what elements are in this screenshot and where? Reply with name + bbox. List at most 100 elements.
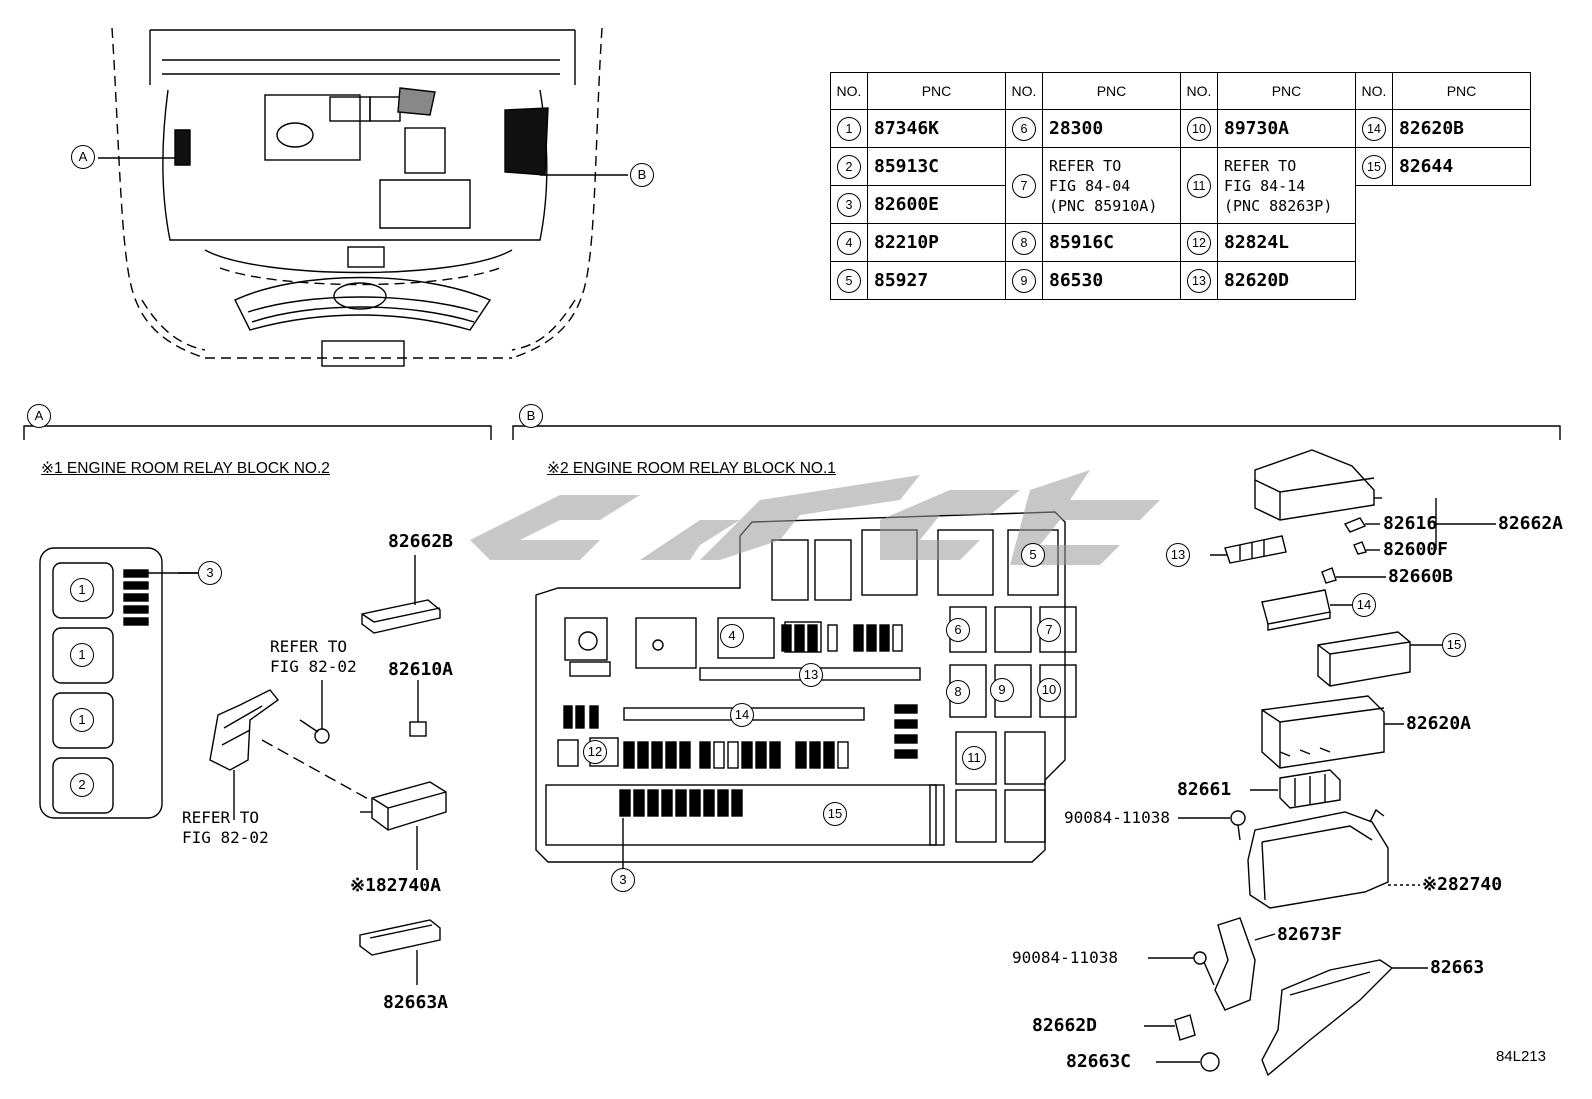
table-row-pnc: 82824L (1217, 223, 1356, 262)
bracket-shape (209, 689, 280, 820)
callout-14: 14 (730, 703, 754, 727)
callout-14: 14 (1352, 593, 1376, 617)
callout-3: 3 (198, 561, 222, 585)
header-pnc: PNC (1217, 72, 1356, 110)
label-82610A: 82610A (388, 659, 454, 680)
part-82600F-clip (1353, 541, 1380, 555)
callout-3: 3 (611, 868, 635, 892)
callout-a-car: A (71, 145, 95, 169)
watermark-logo (470, 470, 1160, 565)
callout-1: 1 (70, 578, 94, 602)
section-b-marker: B (519, 404, 543, 428)
label-82740: ※282740 (1422, 874, 1503, 895)
table-row-no: 6 (1005, 109, 1043, 148)
table-row-pnc: 82644 (1392, 147, 1531, 186)
part-82616-clip (1343, 517, 1380, 533)
part-13-connector (1210, 535, 1287, 564)
label-82661: 82661 (1177, 779, 1232, 800)
label-82662D: 82662D (1032, 1015, 1098, 1036)
part-82610A-shape (409, 680, 427, 737)
label-90084-11038-a: 90084-11038 (1064, 808, 1170, 827)
label-82662A: 82662A (1498, 513, 1564, 534)
label-82600F: 82600F (1383, 539, 1449, 560)
bolt-90084-a (1178, 810, 1246, 841)
label-82660B: 82660B (1388, 566, 1454, 587)
pnc-table: NO. PNC NO. PNC NO. PNC NO. PNC 1 87346K… (830, 72, 1531, 300)
callout-13: 13 (799, 663, 823, 687)
table-row-pnc: 28300 (1042, 109, 1181, 148)
label-82662B: 82662B (388, 531, 454, 552)
bolt-shape (261, 680, 371, 801)
bolt-90084-b (1148, 951, 1215, 986)
table-row-no: 7 (1005, 147, 1043, 224)
part-82660B-clip (1321, 567, 1386, 584)
callout-12: 12 (583, 740, 607, 764)
callout-4: 4 (720, 624, 744, 648)
part-82663-cover (1261, 959, 1428, 1077)
table-row-no: 13 (1180, 261, 1218, 300)
part-15-module (1317, 631, 1442, 687)
label-82620A: 82620A (1406, 713, 1472, 734)
section-b-heading: ※2 ENGINE ROOM RELAY BLOCK NO.1 (547, 460, 836, 477)
table-row-no: 12 (1180, 223, 1218, 262)
callout-5: 5 (1021, 543, 1045, 567)
table-row-no: 10 (1180, 109, 1218, 148)
callout-11: 11 (962, 746, 986, 770)
header-pnc: PNC (1042, 72, 1181, 110)
header-no: NO. (1005, 72, 1043, 110)
label-82740A: ※182740A (350, 875, 441, 896)
callout-1: 1 (70, 708, 94, 732)
table-row-pnc: 86530 (1042, 261, 1181, 300)
table-row-no: 3 (830, 185, 868, 224)
callout-9: 9 (990, 678, 1014, 702)
label-82663A: 82663A (383, 992, 449, 1013)
part-82661-block (1250, 769, 1341, 809)
part-82740-box (1247, 808, 1420, 909)
callout-15: 15 (1442, 633, 1466, 657)
refer-note-1-fig: FIG 82-02 (270, 657, 357, 676)
part-14-board (1261, 589, 1352, 631)
table-row-pnc: 85927 (867, 261, 1006, 300)
figure-code: 84L213 (1495, 1048, 1546, 1065)
label-82663: 82663 (1430, 957, 1485, 978)
refer-note-2: REFER TO (182, 808, 260, 827)
part-82620A-block (1261, 695, 1404, 769)
refer-note-2-fig: FIG 82-02 (182, 828, 269, 847)
callout-8: 8 (946, 680, 970, 704)
callout-10: 10 (1037, 678, 1061, 702)
table-row-no: 15 (1355, 147, 1393, 186)
part-82663C-clip (1156, 1052, 1220, 1072)
callout-b-car: B (630, 163, 654, 187)
label-82673F: 82673F (1277, 924, 1343, 945)
callout-7: 7 (1037, 618, 1061, 642)
table-row-pnc: 82600E (867, 185, 1006, 224)
table-row-pnc: 85916C (1042, 223, 1181, 262)
table-row-no: 14 (1355, 109, 1393, 148)
callout-15: 15 (823, 802, 847, 826)
relay-block-no1 (535, 511, 1077, 870)
header-no: NO. (1180, 72, 1218, 110)
table-row-no: 1 (830, 109, 868, 148)
bracket-a (23, 425, 492, 440)
bracket-b (512, 425, 1561, 440)
part-82662B-shape (361, 555, 441, 634)
table-row-pnc: 85913C (867, 147, 1006, 186)
table-row-no: 8 (1005, 223, 1043, 262)
header-no: NO. (1355, 72, 1393, 110)
part-82662D-clip (1144, 1014, 1196, 1041)
label-82663C: 82663C (1066, 1051, 1132, 1072)
header-no: NO. (830, 72, 868, 110)
section-a-heading: ※1 ENGINE ROOM RELAY BLOCK NO.2 (41, 460, 330, 477)
header-pnc: PNC (867, 72, 1006, 110)
callout-1: 1 (70, 643, 94, 667)
refer-note-1: REFER TO (270, 637, 348, 656)
part-82740A-shape (360, 781, 447, 870)
part-82663A-shape (359, 919, 441, 985)
label-90084-11038-b: 90084-11038 (1012, 948, 1118, 967)
table-row-pnc: 87346K (867, 109, 1006, 148)
callout-13: 13 (1166, 543, 1190, 567)
table-row-no: 9 (1005, 261, 1043, 300)
car-front-view (111, 27, 603, 367)
